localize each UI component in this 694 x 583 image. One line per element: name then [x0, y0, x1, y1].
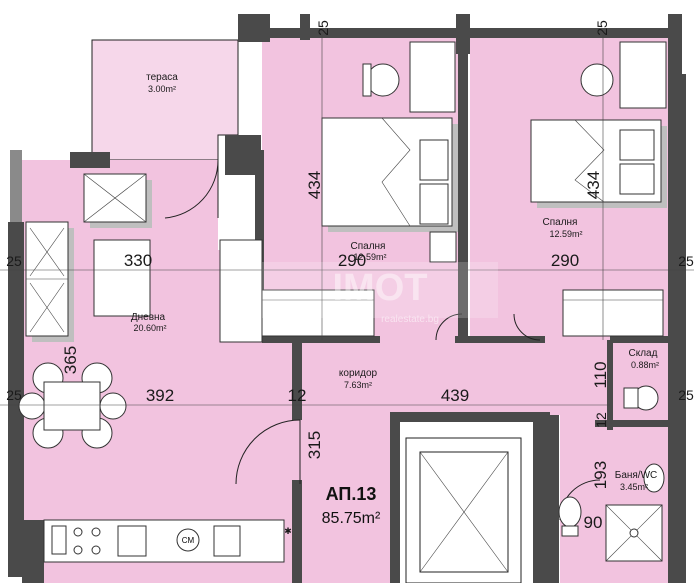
cooker-label: CM	[182, 536, 195, 545]
wall-bath-left	[545, 415, 559, 583]
wall-elevator-top	[390, 412, 550, 422]
bedroom1-name: Спалня	[351, 241, 386, 252]
wall-bedrooms	[458, 38, 468, 340]
wardrobe-2	[562, 289, 664, 337]
walls	[8, 14, 686, 583]
wall-corridor-left-low	[292, 480, 302, 583]
desk-1	[409, 41, 456, 113]
bedroom2-name: Спалня	[543, 217, 578, 228]
bedroom2-area-label: 12.59m²	[549, 229, 582, 239]
bedroom1-area-label: 12.59m²	[353, 252, 386, 262]
dim-434-left: 434	[305, 171, 324, 199]
wall-left-window	[10, 150, 22, 222]
dimension-lines	[0, 35, 694, 406]
apartment-number: АП.13	[326, 484, 377, 504]
wall-bedroom-bottom-mid	[455, 336, 545, 343]
watermark-sub: realestate.bg	[381, 314, 439, 325]
wall-terrace-left	[70, 152, 110, 168]
kitchen-counter: ✱	[43, 519, 292, 563]
watermark-brand: IMOT	[333, 267, 428, 309]
elevator-shaft	[395, 415, 545, 583]
dim-439: 439	[441, 386, 469, 405]
wall-corridor-left	[292, 340, 302, 420]
corridor-area-label: 7.63m²	[344, 380, 372, 390]
storage-name: Склад	[629, 348, 658, 359]
dim-90: 90	[584, 513, 603, 532]
toilet	[558, 496, 582, 528]
terrace-name: тераса	[146, 72, 178, 83]
dim-25-left: 25	[6, 253, 22, 269]
living-area-label: 20.60m²	[133, 323, 166, 333]
desk-2	[619, 41, 667, 109]
bathroom-fixtures	[558, 385, 665, 562]
wall-bedroom-bottom-left	[262, 336, 380, 343]
dim-25-mid-right: 25	[678, 387, 694, 403]
dim-25-bottom: 25	[6, 387, 22, 403]
wall-storage-left	[607, 340, 613, 430]
dim-12-a: 12	[288, 386, 307, 405]
bathroom-name: Баня/WC	[615, 470, 658, 481]
dim-12-b: 12	[593, 412, 609, 428]
room-labels: тераса 3.00m² Дневна 20.60m² Спалня 12.5…	[131, 72, 659, 492]
wardrobe-1	[261, 289, 375, 337]
dining-table	[18, 362, 127, 449]
wall-bath-top	[595, 420, 668, 427]
wall-right	[668, 74, 686, 583]
closet	[219, 239, 263, 343]
dim-25-right: 25	[678, 253, 694, 269]
coffee-table	[93, 239, 151, 317]
corridor-area	[300, 340, 610, 583]
dim-290-right: 290	[551, 251, 579, 270]
dim-290-left: 290	[338, 251, 366, 270]
chair-2	[580, 63, 614, 97]
dim-434-right: 434	[584, 171, 603, 199]
corridor-details	[219, 239, 601, 521]
wall-kitchen-left	[22, 520, 44, 583]
wall-bedroom-bottom-right	[610, 336, 668, 343]
watermark: IMOT realestate.bg	[262, 262, 498, 325]
dim-392: 392	[146, 386, 174, 405]
dim-330: 330	[124, 251, 152, 270]
wall-left	[8, 222, 24, 577]
sink	[643, 463, 665, 493]
dim-365: 365	[61, 346, 80, 374]
wall-elevator-right	[533, 412, 545, 583]
chair-1	[366, 63, 400, 97]
bedroom1-furniture	[261, 41, 463, 341]
apartment-total-area: 85.75m²	[322, 510, 381, 527]
wall-top-strip	[262, 28, 682, 38]
dim-315: 315	[305, 431, 324, 459]
bedroom2-furniture	[513, 41, 667, 341]
terrace-area-label: 3.00m²	[148, 84, 176, 94]
wall-top-far-right	[668, 14, 682, 74]
living-furniture: ✱ CM	[18, 173, 292, 563]
elevator	[405, 437, 522, 583]
terrace-door	[164, 159, 219, 219]
dim-25-top-left: 25	[315, 20, 331, 36]
dim-25-top-right: 25	[594, 20, 610, 36]
terrace-area	[91, 39, 239, 161]
dim-193: 193	[591, 461, 610, 489]
dim-110: 110	[591, 361, 610, 388]
apartment-label: АП.13 85.75m²	[322, 484, 381, 527]
storage-area	[610, 340, 668, 425]
living-name: Дневна	[131, 312, 166, 323]
dimension-labels: 434 434 330 290 290 392 12 439 365 315 1…	[6, 20, 694, 532]
wall-elevator-left	[390, 412, 400, 583]
svg-text:✱: ✱	[284, 526, 292, 536]
bathroom-area-label: 3.45m²	[620, 482, 648, 492]
storage-area-label: 0.88m²	[631, 360, 659, 370]
wall-top-mid	[300, 14, 310, 40]
corridor-name: коридор	[339, 368, 378, 379]
